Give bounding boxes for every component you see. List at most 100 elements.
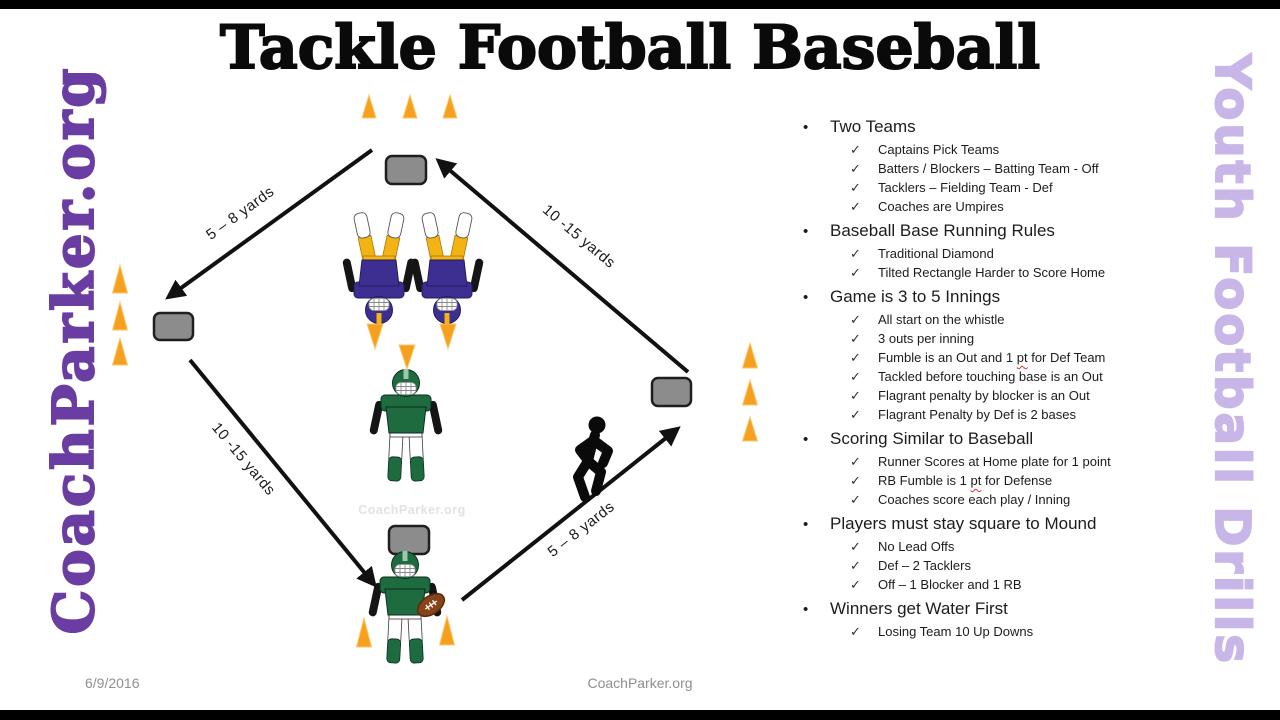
rule-item: ✓No Lead Offs: [850, 539, 955, 554]
batter-player-home: [367, 550, 446, 664]
rule-item: ✓Off – 1 Blocker and 1 RB: [850, 577, 1022, 592]
blocker-player-left: [341, 211, 417, 325]
arrow-first-to-second: [435, 158, 690, 374]
check-icon: ✓: [850, 142, 861, 157]
misspelled-word: pt: [1016, 350, 1028, 365]
check-icon: ✓: [850, 577, 861, 592]
check-icon: ✓: [850, 539, 861, 554]
rule-item: ✓Traditional Diamond: [850, 246, 994, 261]
check-icon: ✓: [850, 407, 861, 422]
bullet-icon: •: [803, 431, 809, 448]
check-icon: ✓: [850, 369, 861, 384]
defender-player-mound: [368, 368, 444, 482]
cone-icon: [361, 93, 377, 119]
misspelled-word: pt: [970, 473, 982, 488]
check-icon: ✓: [850, 454, 861, 469]
bullet-icon: •: [803, 223, 809, 240]
cone-icon: [741, 378, 759, 406]
cone-icon: [402, 93, 418, 119]
check-icon: ✓: [850, 350, 861, 365]
distance-label-third-to-home: 10 -15 yards: [208, 419, 278, 498]
rule-title-text: Scoring Similar to Baseball: [830, 429, 1034, 448]
rule-title-text: Baseball Base Running Rules: [830, 221, 1055, 240]
rule-item: ✓Tackled before touching base is an Out: [850, 369, 1103, 384]
third-base: [152, 311, 195, 342]
check-icon: ✓: [850, 265, 861, 280]
drill-diagram: 5 – 8 yards 10 -15 yards 10 -15 yards 5 …: [111, 93, 759, 664]
distance-label-second-to-third: 5 – 8 yards: [203, 183, 277, 244]
arrow-home-to-first: [460, 426, 681, 602]
rule-item: ✓Flagrant penalty by blocker is an Out: [850, 388, 1090, 403]
blocker-player-right: [409, 211, 485, 325]
rule-section-title: • Players must stay square to Mound: [788, 513, 1248, 536]
cone-icon: [438, 614, 456, 646]
check-icon: ✓: [850, 558, 861, 573]
football-icon: [416, 592, 446, 618]
rule-item: ✓Tacklers – Fielding Team - Def: [850, 180, 1053, 195]
rule-section-title: • Game is 3 to 5 Innings: [788, 286, 1248, 309]
rule-item: ✓All start on the whistle: [850, 312, 1005, 327]
check-icon: ✓: [850, 180, 861, 195]
cone-down-icon: [398, 344, 416, 371]
cone-down-icon: [366, 323, 384, 351]
letterbox-top: [0, 0, 1280, 9]
check-icon: ✓: [850, 312, 861, 327]
distance-label-first-to-second: 10 -15 yards: [539, 201, 618, 271]
cone-down-icon: [439, 323, 457, 351]
check-icon: ✓: [850, 161, 861, 176]
rule-item: ✓3 outs per inning: [850, 331, 975, 346]
rule-section-title: • Winners get Water First: [788, 598, 1248, 621]
check-icon: ✓: [850, 199, 861, 214]
page-title: Tackle Football Baseball: [219, 12, 1041, 84]
bullet-icon: •: [803, 601, 809, 618]
check-icon: ✓: [850, 388, 861, 403]
cone-icon: [111, 263, 129, 294]
rule-item: ✓Tilted Rectangle Harder to Score Home: [850, 265, 1106, 280]
check-icon: ✓: [850, 624, 861, 639]
rule-section-title: • Two Teams: [788, 116, 1248, 139]
rule-item: ✓Coaches are Umpires: [850, 199, 1004, 214]
bullet-icon: •: [803, 289, 809, 306]
rule-section: • Scoring Similar to Baseball ✓Runner Sc…: [788, 428, 1248, 509]
rule-item: ✓Coaches score each play / Inning: [850, 492, 1071, 507]
second-base: [384, 154, 428, 186]
letterbox-bottom: [0, 710, 1280, 720]
rule-section-title: • Scoring Similar to Baseball: [788, 428, 1248, 451]
check-icon: ✓: [850, 246, 861, 261]
footer-site-text: CoachParker.org: [587, 675, 693, 691]
slide-date: 6/9/2016: [85, 675, 140, 691]
runner-silhouette: [573, 416, 613, 502]
arrow-second-to-third: [165, 148, 374, 300]
rule-title-text: Winners get Water First: [830, 599, 1008, 618]
rule-item: ✓RB Fumble is 1 pt for Defense: [850, 473, 1053, 488]
rule-section: • Two Teams ✓Captains Pick Teams ✓Batter…: [788, 116, 1248, 216]
cone-icon: [442, 93, 458, 119]
rule-section-title: • Baseball Base Running Rules: [788, 220, 1248, 243]
rule-item: ✓Flagrant Penalty by Def is 2 bases: [850, 407, 1076, 422]
first-base: [650, 376, 693, 408]
cone-icon: [355, 616, 373, 648]
rules-panel: • Two Teams ✓Captains Pick Teams ✓Batter…: [788, 116, 1248, 645]
watermark: CoachParker.org: [358, 503, 466, 517]
arrow-third-to-home: [188, 358, 377, 588]
cone-icon: [741, 415, 759, 442]
home-base: [387, 524, 431, 556]
rule-item: ✓Captains Pick Teams: [850, 142, 1000, 157]
bullet-icon: •: [803, 516, 809, 533]
rule-section: • Winners get Water First ✓Losing Team 1…: [788, 598, 1248, 641]
rule-item: ✓Fumble is an Out and 1 pt for Def Team: [850, 350, 1106, 365]
rule-section: • Game is 3 to 5 Innings ✓All start on t…: [788, 286, 1248, 424]
rule-item: ✓Def – 2 Tacklers: [850, 558, 971, 573]
cone-icon: [741, 341, 759, 369]
rule-section: • Baseball Base Running Rules ✓Tradition…: [788, 220, 1248, 282]
rule-item: ✓Losing Team 10 Up Downs: [850, 624, 1034, 639]
rule-section: • Players must stay square to Mound ✓No …: [788, 513, 1248, 594]
cone-icon: [111, 336, 129, 366]
bullet-icon: •: [803, 119, 809, 136]
rule-title-text: Game is 3 to 5 Innings: [830, 287, 1001, 306]
check-icon: ✓: [850, 492, 861, 507]
rule-item: ✓Batters / Blockers – Batting Team - Off: [850, 161, 1099, 176]
check-icon: ✓: [850, 331, 861, 346]
rule-item: ✓Runner Scores at Home plate for 1 point: [850, 454, 1111, 469]
